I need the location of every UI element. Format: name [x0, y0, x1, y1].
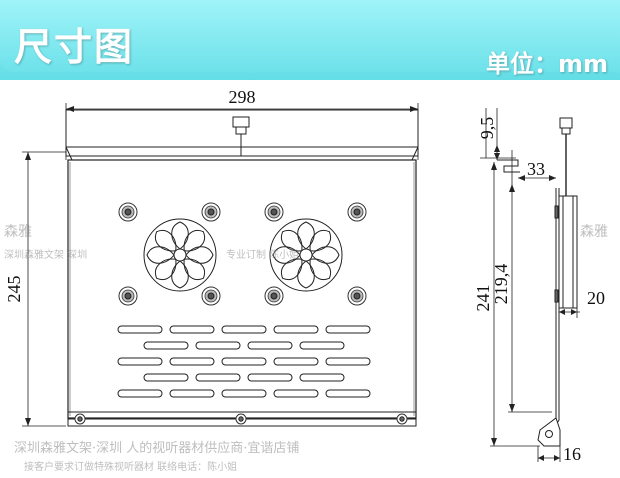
dimension-drawing: 298 245: [4, 87, 608, 473]
title-bar: [0, 0, 620, 72]
inner-height-dimension: 219,4: [491, 264, 511, 305]
watermark-line-2: 接客户要求订做特殊视听器材 联络电话：陈小姐: [24, 460, 237, 473]
page-title: 尺寸图: [14, 25, 135, 69]
hook-depth-dimension: 33: [527, 159, 545, 179]
top-gap-dimension: 9,5: [477, 117, 497, 140]
foot-dimension: 16: [563, 444, 581, 464]
unit-label: 单位：mm: [485, 50, 608, 78]
watermark-line-1: 深圳森雅文架·深圳 人的视听器材供应商·宜谐店铺: [14, 440, 299, 456]
watermark-mid-right: 专业订制 陈小姐: [226, 248, 299, 261]
width-dimension: 298: [229, 87, 256, 107]
watermark-logo-right: 森雅: [580, 224, 608, 240]
thickness-dimension: 20: [587, 288, 605, 308]
total-height-dimension: 241: [473, 285, 493, 312]
height-dimension: 245: [4, 276, 24, 303]
front-view: [22, 103, 419, 427]
watermark-logo-left: 森雅: [4, 224, 32, 240]
side-view: [480, 108, 580, 462]
watermark-mid-left: 深圳森雅文架 深圳: [4, 248, 87, 261]
header-banner: 尺寸图 单位：mm: [0, 0, 620, 80]
